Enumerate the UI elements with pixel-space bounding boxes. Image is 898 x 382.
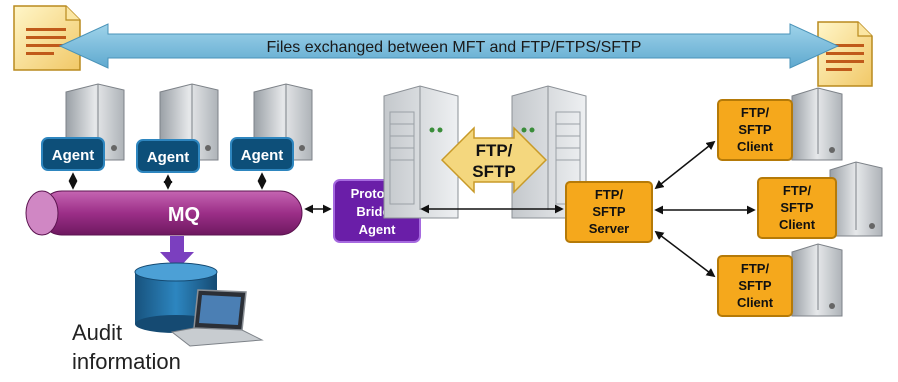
audit-label-line1: Audit	[72, 320, 123, 345]
mq-pipe: MQ	[25, 190, 303, 236]
server-client-connector	[654, 140, 716, 190]
file-exchange-arrow: Files exchanged between MFT and FTP/FTPS…	[58, 23, 840, 69]
agent-box: Agent	[136, 139, 200, 173]
laptop-icon	[170, 289, 264, 347]
client-label-line1: FTP/	[741, 105, 770, 120]
server-label-line2: SFTP	[592, 204, 626, 219]
agent-label: Agent	[147, 149, 190, 166]
document-icon	[817, 21, 873, 87]
client-label-line2: SFTP	[780, 200, 814, 215]
client-label-line3: Client	[779, 217, 816, 232]
audit-label-line2: information	[72, 349, 181, 374]
ftp-sftp-client-box: FTP/ SFTP Client	[757, 177, 837, 239]
server-tower-icon	[829, 161, 883, 237]
server-label-line3: Server	[589, 221, 629, 236]
ftp-sftp-server-box: FTP/ SFTP Server	[565, 181, 653, 243]
protocol-label-line2: SFTP	[472, 162, 515, 181]
server-client-connector	[654, 230, 716, 278]
server-label-line1: FTP/	[595, 187, 624, 202]
protocol-label-line1: FTP/	[476, 141, 513, 160]
ftp-sftp-client-box: FTP/ SFTP Client	[717, 99, 793, 161]
ftp-sftp-client-box: FTP/ SFTP Client	[717, 255, 793, 317]
client-label-line3: Client	[737, 295, 774, 310]
agent-label: Agent	[52, 147, 95, 164]
server-tower-icon	[791, 243, 843, 317]
bridge-label-line3: Agent	[359, 222, 397, 237]
audit-arrow	[160, 236, 194, 270]
client-label-line3: Client	[737, 139, 774, 154]
agent-box: Agent	[41, 137, 105, 171]
agent-label: Agent	[241, 147, 284, 164]
server-tower-icon	[383, 85, 459, 219]
audit-information-label: Audit information	[72, 318, 181, 376]
client-label-line1: FTP/	[783, 183, 812, 198]
client-label-line2: SFTP	[738, 278, 772, 293]
file-exchange-label: Files exchanged between MFT and FTP/FTPS…	[267, 39, 642, 56]
document-icon	[13, 5, 81, 71]
agent-box: Agent	[230, 137, 294, 171]
server-tower-icon	[791, 87, 843, 161]
mq-label: MQ	[168, 204, 200, 226]
client-label-line1: FTP/	[741, 261, 770, 276]
client-label-line2: SFTP	[738, 122, 772, 137]
ftp-sftp-protocol-arrow: FTP/ SFTP	[440, 126, 548, 194]
